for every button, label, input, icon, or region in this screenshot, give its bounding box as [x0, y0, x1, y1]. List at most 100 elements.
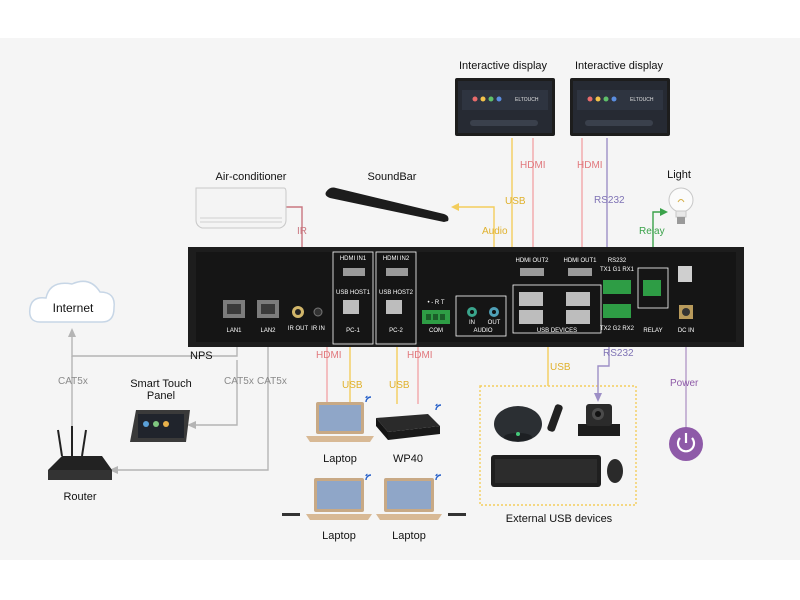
- cat-line-router: [112, 335, 269, 471]
- power-button-icon: [669, 427, 703, 461]
- rs232-terminal-top: [603, 280, 631, 294]
- ir-out-port-label: IR OUT: [287, 326, 309, 332]
- hdmi-link-label-laptop: HDMI: [316, 350, 342, 361]
- keyboard-image: [491, 455, 601, 487]
- hdmi-in2-port-label: HDMI IN2: [382, 256, 410, 262]
- display-left-label: Interactive display: [458, 60, 548, 72]
- usb-device-port-2: [519, 310, 543, 324]
- relay-terminal: [643, 280, 661, 296]
- ptz-camera-image: [578, 404, 620, 436]
- hdmi-link-label-right: HDMI: [577, 160, 603, 171]
- rs232-arrow: [594, 393, 602, 402]
- laptop-3-image: [376, 478, 466, 520]
- laptop-2-label: Laptop: [322, 530, 356, 542]
- router-label: Router: [63, 491, 97, 503]
- hdmi-in1-port: [343, 268, 365, 276]
- tx2-g2-rx2-label: TX2 G2 RX2: [599, 326, 635, 332]
- laptop-1-label: Laptop: [323, 453, 357, 465]
- internet-arrow: [68, 328, 76, 337]
- usb-host1-port-label: USB HOST1: [335, 290, 371, 296]
- com-port-label: COM: [429, 328, 443, 334]
- lan1-port-label: LAN1: [226, 328, 242, 334]
- rs232-terminal-bottom: [603, 304, 631, 318]
- svg-text:ELTOUCH: ELTOUCH: [515, 97, 539, 103]
- relay-link-label: Relay: [639, 226, 665, 237]
- interactive-display-right: ELTOUCH: [570, 78, 670, 136]
- wifi-icon: [435, 403, 442, 411]
- relay-arrow: [660, 208, 668, 216]
- hdmi-out1-port-label: HDMI OUT1: [563, 258, 597, 264]
- hdmi-out2-port: [520, 268, 544, 276]
- smart-touch-panel-label: Smart Touch Panel: [130, 378, 192, 402]
- router-image: [48, 426, 112, 480]
- power-switch: [678, 266, 692, 282]
- hdmi-link-label-wp40: HDMI: [407, 350, 433, 361]
- usb-device-port-3: [566, 292, 590, 306]
- rs232-link-label-bottom: RS232: [603, 348, 634, 359]
- air-conditioner-label: Air-conditioner: [215, 171, 287, 183]
- com-pin-label: • - R T: [427, 300, 445, 306]
- smart-touch-panel-image: [130, 410, 190, 442]
- audio-in-label: IN: [469, 320, 475, 326]
- wifi-icon: [365, 473, 372, 481]
- hdmi-in1-port-label: HDMI IN1: [339, 256, 367, 262]
- audio-out-label: OUT: [487, 320, 501, 326]
- usb-link-label-laptop: USB: [342, 380, 363, 391]
- usb-devices-port-label: USB DEVICES: [536, 328, 578, 334]
- wifi-icons: [365, 395, 442, 481]
- soundbar-image: [325, 187, 449, 222]
- hdmi-out1-port: [568, 268, 592, 276]
- light-bulb-image: [668, 187, 694, 224]
- power-link-label: Power: [670, 378, 699, 389]
- air-conditioner-image: [195, 187, 287, 229]
- laptop-3-dongle: [448, 513, 466, 516]
- svg-text:ELTOUCH: ELTOUCH: [630, 97, 654, 103]
- internet-cloud-image: [28, 280, 115, 323]
- usb-host2-port: [386, 300, 402, 314]
- ir-link-label: IR: [297, 226, 307, 237]
- wp40-image: [376, 414, 440, 440]
- laptop-2-dongle: [282, 513, 300, 516]
- nps-device: [188, 247, 744, 347]
- wifi-icon: [365, 395, 372, 403]
- rs232-link-label-top: RS232: [594, 195, 625, 206]
- hdmi-in2-port: [386, 268, 408, 276]
- usb-device-port-4: [566, 310, 590, 324]
- laptop-2-image: [282, 478, 372, 520]
- audio-link-label: Audio: [482, 226, 508, 237]
- nps-label: NPS: [190, 350, 213, 362]
- rs232-port-label: RS232: [607, 258, 627, 264]
- usb-link-label-external: USB: [550, 362, 571, 373]
- usb-host1-port: [343, 300, 359, 314]
- audio-arrow: [451, 203, 459, 211]
- router-arrow: [109, 466, 118, 474]
- wifi-icon: [435, 473, 442, 481]
- usb-host2-port-label: USB HOST2: [378, 290, 414, 296]
- usb-link-label-wp40: USB: [389, 380, 410, 391]
- ir-in-port-label: IR IN: [311, 326, 325, 332]
- internet-label: Internet: [52, 301, 94, 315]
- light-label: Light: [667, 169, 691, 181]
- external-usb-devices-label: External USB devices: [505, 513, 613, 525]
- interactive-display-left: ELTOUCH: [455, 78, 555, 136]
- hdmi-link-label-left: HDMI: [520, 160, 546, 171]
- cat5x-label-router: CAT5x: [257, 376, 287, 387]
- cat5x-label-panel: CAT5x: [224, 376, 254, 387]
- pc1-label: PC-1: [346, 328, 360, 334]
- usb-dongle-image: [547, 404, 563, 432]
- mouse-image: [607, 459, 623, 483]
- cat-line-panel: [190, 360, 238, 426]
- tx1-g1-rx1-label: TX1 G1 RX1: [599, 267, 635, 273]
- cat5x-label-internet: CAT5x: [58, 376, 88, 387]
- dc-in-port-label: DC IN: [677, 328, 695, 334]
- pc2-label: PC-2: [389, 328, 403, 334]
- usb-link-label-top: USB: [505, 196, 526, 207]
- soundbar-label: SoundBar: [367, 171, 417, 183]
- wp40-label: WP40: [393, 453, 423, 465]
- relay-port-label: RELAY: [643, 328, 663, 334]
- usb-device-port-1: [519, 292, 543, 306]
- speakerphone-image: [494, 406, 542, 442]
- laptop-1-image: [306, 402, 374, 442]
